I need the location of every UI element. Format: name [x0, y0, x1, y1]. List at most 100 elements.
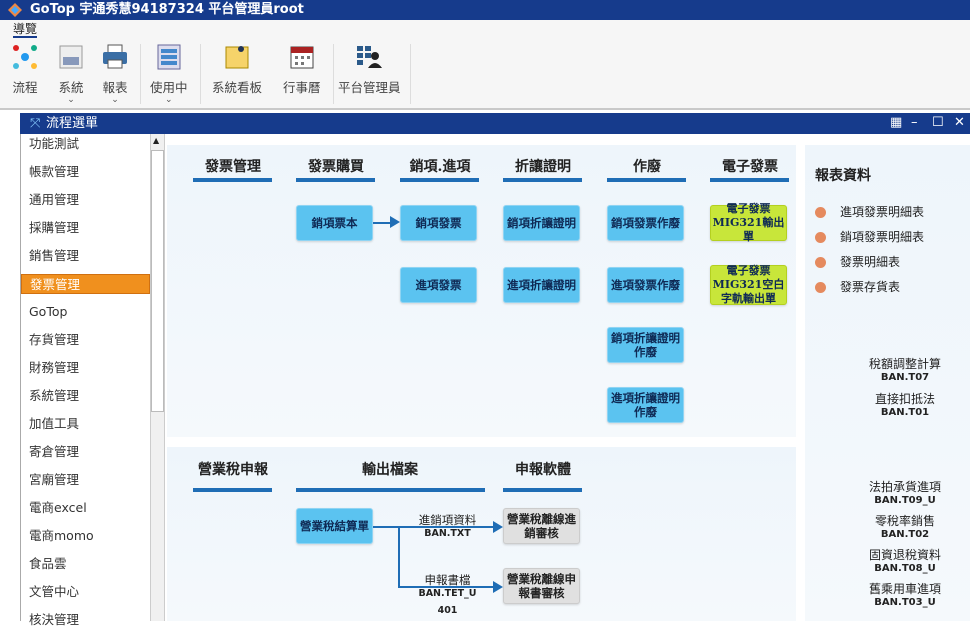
- bullet-icon: [815, 282, 826, 293]
- output-file-suffix: 401: [437, 605, 458, 616]
- report-item[interactable]: 銷項發票明細表: [815, 228, 924, 245]
- flow-dots-icon: [13, 45, 37, 69]
- close-button[interactable]: ✕: [954, 115, 965, 130]
- divider: [200, 44, 201, 104]
- code-name: 直接扣抵法: [874, 392, 935, 406]
- tax-box-soft1[interactable]: 營業稅離線進銷審核: [503, 508, 580, 544]
- bulletin-board-icon: [225, 46, 249, 69]
- sidebar-item[interactable]: 帳款管理: [29, 164, 80, 179]
- sidebar-item[interactable]: 銷售管理: [29, 248, 80, 263]
- scrollbar-thumb[interactable]: [151, 150, 164, 412]
- connector-line: [373, 526, 495, 528]
- toolbar-system-button[interactable]: 系統⌄: [58, 44, 84, 105]
- toolbar-inuse-button[interactable]: 使用中⌄: [150, 44, 188, 105]
- sidebar-item[interactable]: 宮廟管理: [29, 472, 80, 487]
- list-icon: [157, 44, 181, 70]
- sidebar-item[interactable]: 通用管理: [29, 192, 80, 207]
- divider: [333, 44, 334, 104]
- flow-box-purchase-allow[interactable]: 進項折讓證明: [503, 267, 580, 303]
- sidebar-item[interactable]: GoTop: [29, 304, 68, 319]
- toolbar-label: 流程: [12, 80, 38, 95]
- header-underline: [607, 178, 686, 182]
- toolbar-flow-button[interactable]: 流程: [12, 44, 38, 96]
- toolbar-admin-button[interactable]: 平台管理員: [338, 44, 401, 96]
- sidebar-item[interactable]: 加值工具: [29, 416, 80, 431]
- app-title-bar: GoTop 宇通秀慧94187324 平台管理員root: [0, 0, 970, 20]
- flow-box-purchase-invoice[interactable]: 進項發票: [400, 267, 477, 303]
- flow-box-void-purchase-allow[interactable]: 進項折讓證明作廢: [607, 387, 684, 423]
- flow-box-sales-invoice[interactable]: 銷項發票: [400, 205, 477, 241]
- flow-box-void-sales[interactable]: 銷項發票作廢: [607, 205, 684, 241]
- scroll-up-icon[interactable]: ▲: [153, 136, 160, 145]
- flow-box-void-purchase[interactable]: 進項發票作廢: [607, 267, 684, 303]
- maximize-button[interactable]: ☐: [932, 115, 944, 130]
- tax-box-settle[interactable]: 營業稅結算單: [296, 508, 373, 544]
- sidebar-item[interactable]: 功能測試: [29, 136, 80, 151]
- arrow-head-icon: [493, 581, 503, 593]
- code-name: 法拍承貨進項: [868, 480, 941, 494]
- column-header: 折讓證明: [515, 159, 571, 175]
- toolbar-report-button[interactable]: 報表⌄: [102, 44, 128, 105]
- toolbar-calendar-button[interactable]: 行事曆: [283, 44, 321, 96]
- output-name: 申報書檔: [424, 573, 471, 587]
- column-header: 發票購買: [308, 159, 364, 175]
- app-logo-icon: [8, 3, 22, 17]
- sidebar: [21, 134, 150, 621]
- flow-box-sales-allow[interactable]: 銷項折讓證明: [503, 205, 580, 241]
- tax-box-soft2[interactable]: 營業稅離線申報書審核: [503, 568, 580, 604]
- admin-icon: [357, 46, 383, 68]
- toolbar-board-button[interactable]: 系統看板: [212, 44, 262, 96]
- tax-header: 營業稅申報: [198, 462, 268, 478]
- tab-navigation[interactable]: 導覽: [13, 22, 38, 38]
- report-item[interactable]: 進項發票明細表: [815, 203, 924, 220]
- flow-box-sales-ticket[interactable]: 銷項票本: [296, 205, 373, 241]
- flow-box-void-sales-allow[interactable]: 銷項折讓證明作廢: [607, 327, 684, 363]
- toolbar-label: 系統看板: [212, 80, 263, 95]
- sidebar-item[interactable]: 電商momo: [29, 528, 94, 543]
- calendar-icon: [290, 46, 314, 69]
- sidebar-item[interactable]: 食品雲: [29, 556, 67, 571]
- sidebar-item[interactable]: 寄倉管理: [29, 444, 80, 459]
- flow-network-icon: ⤧: [30, 116, 41, 131]
- minimize-button[interactable]: –: [911, 115, 918, 130]
- reports-title: 報表資料: [815, 168, 871, 184]
- output-name: 進銷項資料: [418, 513, 477, 527]
- bullet-icon: [815, 207, 826, 218]
- tax-header: 申報軟體: [515, 462, 571, 478]
- flow-box-einv1[interactable]: 電子發票MIG321輸出單: [710, 202, 787, 243]
- flow-box-einv2[interactable]: 電子發票MIG321空白字軌輸出單: [710, 264, 787, 305]
- sidebar-item[interactable]: 系統管理: [29, 388, 80, 403]
- output-file: BAN.TET_U: [418, 588, 477, 599]
- report-item[interactable]: 發票明細表: [815, 253, 900, 270]
- toolbar-label: 系統: [58, 80, 84, 95]
- sidebar-item[interactable]: 採購管理: [29, 220, 80, 235]
- toolbar-label: 平台管理員: [338, 80, 401, 95]
- sidebar-item[interactable]: 文管中心: [29, 584, 80, 599]
- system-icon: [59, 45, 83, 69]
- sidebar-item[interactable]: 發票管理: [21, 274, 150, 294]
- invoice-flow-panel: [167, 145, 796, 437]
- header-underline: [193, 178, 272, 182]
- sidebar-item[interactable]: 電商excel: [29, 500, 87, 515]
- column-header: 電子發票: [722, 159, 778, 175]
- layout-icon[interactable]: ▦: [890, 115, 903, 130]
- printer-icon: [103, 44, 127, 69]
- sidebar-item[interactable]: 財務管理: [29, 360, 80, 375]
- sidebar-item[interactable]: 存貨管理: [29, 332, 80, 347]
- window-title: 流程選單: [20, 113, 970, 134]
- divider: [140, 44, 141, 104]
- sidebar-item[interactable]: 核決管理: [29, 612, 80, 627]
- code-value: BAN.T07: [880, 372, 930, 383]
- output-file: BAN.TXT: [424, 528, 471, 539]
- report-item[interactable]: 發票存貨表: [815, 278, 900, 295]
- column-header: 銷項.進項: [409, 159, 471, 175]
- code-value: BAN.T01: [880, 407, 930, 418]
